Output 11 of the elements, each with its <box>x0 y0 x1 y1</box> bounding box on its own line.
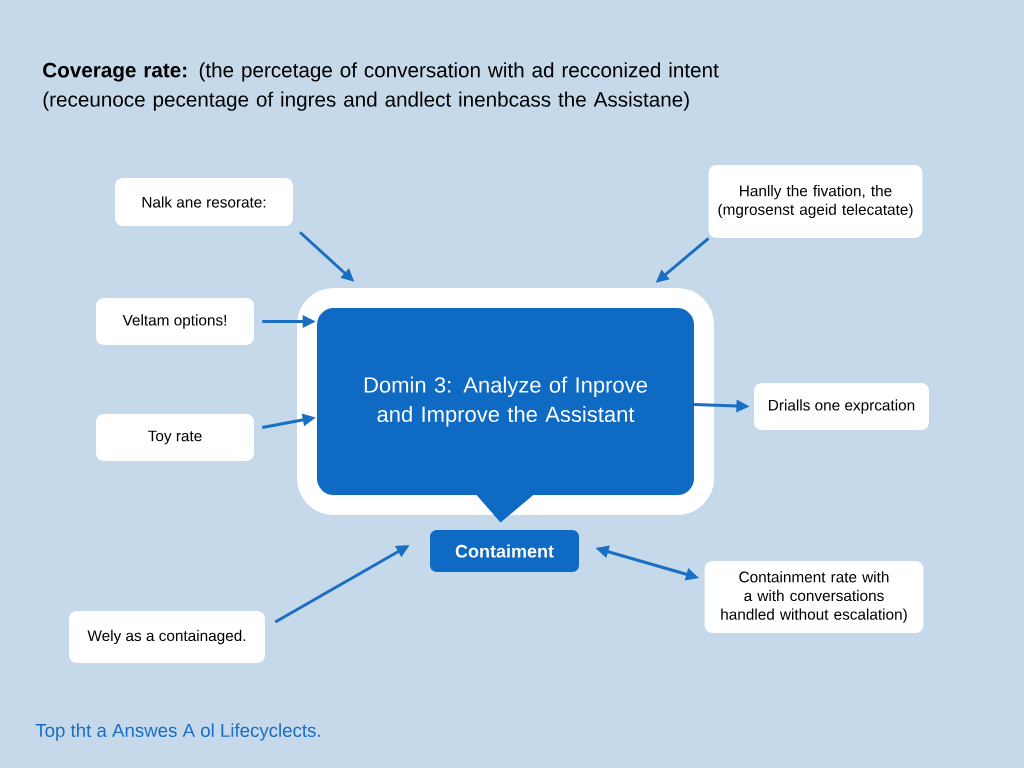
text-box: Containment rate with a with conversations handled without escalation) <box>704 561 924 633</box>
text-box: Toy rate <box>96 414 254 461</box>
text-box: Hanlly the fivation, the (mgrosenst ageid telecatate) <box>708 165 923 238</box>
text-box: Drialls one exprcation <box>754 383 929 430</box>
label-box: Contaiment <box>430 530 579 572</box>
caption: Top tht a Answes A ol Lifecyclects. <box>35 723 320 741</box>
speech-bubble: Domin 3: Analyze of Inprove and Improve the Assistant <box>297 288 714 523</box>
text-box: Veltam options! <box>96 298 254 345</box>
text-box: Wely as a containaged. <box>69 611 265 663</box>
text-box: Nalk ane resorate: <box>115 178 293 226</box>
title: Coverage rate: (the percetage of conversation with ad recconized intent (receunoce pecentage of ingres and andlect inenbcass the Assistane) <box>43 62 719 111</box>
